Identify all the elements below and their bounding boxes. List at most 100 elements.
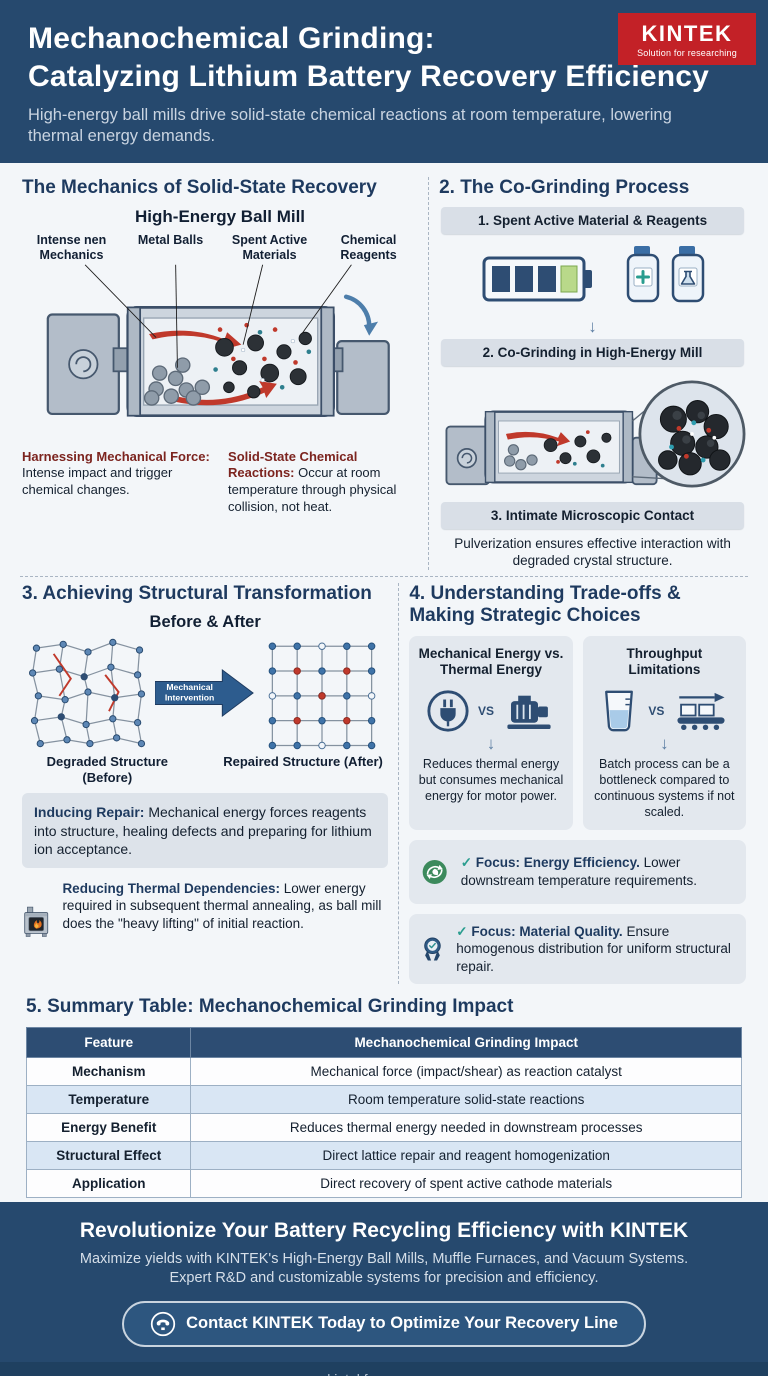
feature-cell: Application — [25, 1168, 192, 1198]
section-mechanics: The Mechanics of Solid-State Recovery Hi… — [12, 177, 428, 570]
feature-cell: Structural Effect — [25, 1140, 192, 1170]
impact-cell: Room temperature solid-state reactions — [190, 1084, 742, 1114]
card-throughput-icons: VS — [591, 687, 738, 735]
step-2-chip: 2. Co-Grinding in High-Energy Mill — [441, 339, 744, 367]
arrow-label-line2: Intervention — [165, 693, 214, 703]
focus-energy-body: Lower downstream temperature requirement… — [460, 854, 698, 888]
vertical-divider-2 — [398, 582, 400, 985]
lattice-labels: Degraded Structure (Before) Repaired Str… — [24, 754, 386, 785]
section-transformation: 3. Achieving Structural Transformation B… — [12, 583, 398, 984]
impact-cell: Direct lattice repair and reagent homoge… — [190, 1140, 742, 1170]
feature-cell: Mechanism — [25, 1056, 192, 1086]
impact-cell: Mechanical force (impact/shear) as react… — [190, 1056, 742, 1086]
down-arrow-icon: ↓ — [588, 317, 597, 337]
vs-label: VS — [648, 703, 665, 718]
card-energy: Mechanical Energy vs. Thermal Energy VS — [409, 635, 573, 830]
section-transformation-title: 3. Achieving Structural Transformation — [22, 582, 372, 604]
battery-and-reagents-illustration — [482, 246, 704, 303]
feature-cell: Temperature — [25, 1084, 192, 1114]
label-metal-balls: Metal Balls — [137, 233, 204, 248]
row-1: The Mechanics of Solid-State Recovery Hi… — [12, 171, 756, 574]
website-bar: kintekfurnace.com — [0, 1361, 768, 1376]
ball-mill-diagram-title: High-Energy Ball Mill — [135, 207, 306, 227]
step-1-chip: 1. Spent Active Material & Reagents — [441, 207, 744, 235]
section-tradeoffs-title: 4. Understanding Trade-offs & Making Str… — [409, 582, 681, 627]
header: KINTEK Solution for researching Mechanoc… — [0, 0, 768, 163]
contact-cta-button[interactable]: Contact KINTEK Today to Optimize Your Re… — [122, 1300, 646, 1347]
before-label: Degraded Structure (Before) — [46, 754, 169, 785]
page-title: Mechanochemical Grinding: Catalyzing Lit… — [28, 20, 740, 96]
footer-body-line2: Expert R&D and customizable systems for … — [169, 1269, 599, 1286]
caption-mechanical-force-text: Intense impact and trigger chemical chan… — [22, 465, 173, 497]
kintek-logo: KINTEK Solution for researching — [618, 13, 756, 65]
focus-quality-lead: Focus: Material Quality. — [471, 923, 623, 939]
caption-solid-state-text: Occur at room temperature through physic… — [228, 465, 397, 514]
eco-recycle-icon — [423, 859, 448, 884]
thermal-dependencies-text: Reducing Thermal Dependencies: Lower ene… — [62, 880, 388, 933]
thermal-dependencies-body: Lower energy required in subsequent ther… — [62, 880, 382, 931]
vs-label: VS — [478, 703, 495, 718]
page-title-line2: Catalyzing Lithium Battery Recovery Effi… — [28, 59, 710, 93]
card-energy-title: Mechanical Energy vs. Thermal Energy — [418, 645, 564, 678]
section-tradeoffs: 4. Understanding Trade-offs & Making Str… — [399, 582, 756, 985]
section-cogrinding-title: 2. The Co-Grinding Process — [439, 176, 690, 198]
beaker-icon — [605, 690, 634, 731]
down-arrow-icon: ↓ — [660, 733, 669, 753]
focus-energy-text: ✓ Focus: Energy Efficiency. Lower downst… — [461, 854, 734, 889]
ball-mill-labels: Intense nen Mechanics Metal Balls Spent … — [22, 233, 418, 263]
tradeoff-cards: Mechanical Energy vs. Thermal Energy VS — [409, 635, 747, 830]
table-row: Energy Benefit Reduces thermal energy ne… — [25, 1112, 742, 1142]
label-spent-materials: Spent Active Materials — [231, 233, 308, 262]
section-summary-table: 5. Summary Table: Mechanochemical Grindi… — [12, 990, 756, 1201]
row-2: 3. Achieving Structural Transformation B… — [12, 579, 756, 990]
after-label: Repaired Structure (After) — [223, 754, 383, 770]
card-throughput-title: Throughput Limitations — [626, 645, 703, 678]
ball-mill-illustration — [46, 264, 390, 417]
mill-captions: Harnessing Mechanical Force: Intense imp… — [22, 449, 418, 516]
table-header-impact: Mechanochemical Grinding Impact — [190, 1026, 742, 1058]
inducing-repair-box: Inducing Repair: Mechanical energy force… — [22, 793, 389, 868]
label-chemical-reagents: Chemical Reagents — [340, 233, 397, 262]
contact-cta-label: Contact KINTEK Today to Optimize Your Re… — [186, 1314, 618, 1333]
feature-cell: Energy Benefit — [25, 1112, 192, 1142]
card-energy-icons: VS — [417, 687, 564, 735]
focus-energy-lead: Focus: Energy Efficiency. — [475, 854, 640, 870]
table-header-feature: Feature — [25, 1026, 192, 1058]
arrow-label-line1: Mechanical — [166, 682, 213, 692]
section-mechanics-title: The Mechanics of Solid-State Recovery — [22, 176, 377, 198]
lattice-diagram: Mechanical Intervention — [22, 636, 388, 750]
horizontal-divider — [20, 575, 748, 577]
focus-quality-body: Ensure homogenous distribution for unifo… — [456, 923, 731, 974]
check-icon: ✓ — [460, 854, 473, 870]
logo-tagline: Solution for researching — [637, 48, 737, 58]
website-link[interactable]: kintekfurnace.com — [327, 1371, 441, 1376]
impact-cell: Reduces thermal energy needed in downstr… — [190, 1112, 742, 1142]
card-energy-text: Reduces thermal energy but consumes mech… — [418, 756, 564, 803]
conveyor-icon — [677, 692, 725, 730]
impact-cell: Direct recovery of spent active cathode … — [190, 1168, 742, 1198]
summary-table: Feature Mechanochemical Grinding Impact … — [25, 1026, 742, 1198]
thermal-dependencies-lead: Reducing Thermal Dependencies: — [62, 880, 280, 896]
logo-text: KINTEK — [641, 21, 733, 46]
mechanical-intervention-arrow: Mechanical Intervention — [155, 669, 255, 718]
table-header-row: Feature Mechanochemical Grinding Impact — [25, 1026, 742, 1058]
motor-icon — [507, 695, 551, 729]
repaired-lattice-illustration — [268, 642, 376, 750]
inducing-repair-text: Mechanical energy forces reagents into s… — [34, 804, 372, 857]
footer: Revolutionize Your Battery Recycling Eff… — [0, 1201, 768, 1362]
step-3-chip: 3. Intimate Microscopic Contact — [441, 502, 744, 530]
down-arrow-icon: ↓ — [486, 733, 496, 753]
table-row: Application Direct recovery of spent act… — [25, 1168, 742, 1198]
furnace-icon — [24, 906, 49, 937]
co-grinding-mill-illustration — [445, 380, 746, 488]
caption-solid-state-lead: Solid-State Chemical Reactions: — [228, 448, 358, 481]
page-title-line1: Mechanochemical Grinding: — [28, 22, 435, 55]
table-row: Structural Effect Direct lattice repair … — [25, 1140, 742, 1170]
section-cogrinding: 2. The Co-Grinding Process 1. Spent Acti… — [429, 177, 756, 570]
table-row: Mechanism Mechanical force (impact/shear… — [25, 1056, 742, 1086]
check-icon: ✓ — [456, 923, 468, 939]
quality-medal-icon — [424, 937, 442, 961]
card-throughput: Throughput Limitations VS — [582, 635, 747, 830]
caption-mechanical-force: Harnessing Mechanical Force: Intense imp… — [22, 449, 212, 516]
caption-mechanical-force-lead: Harnessing Mechanical Force: — [22, 448, 210, 464]
